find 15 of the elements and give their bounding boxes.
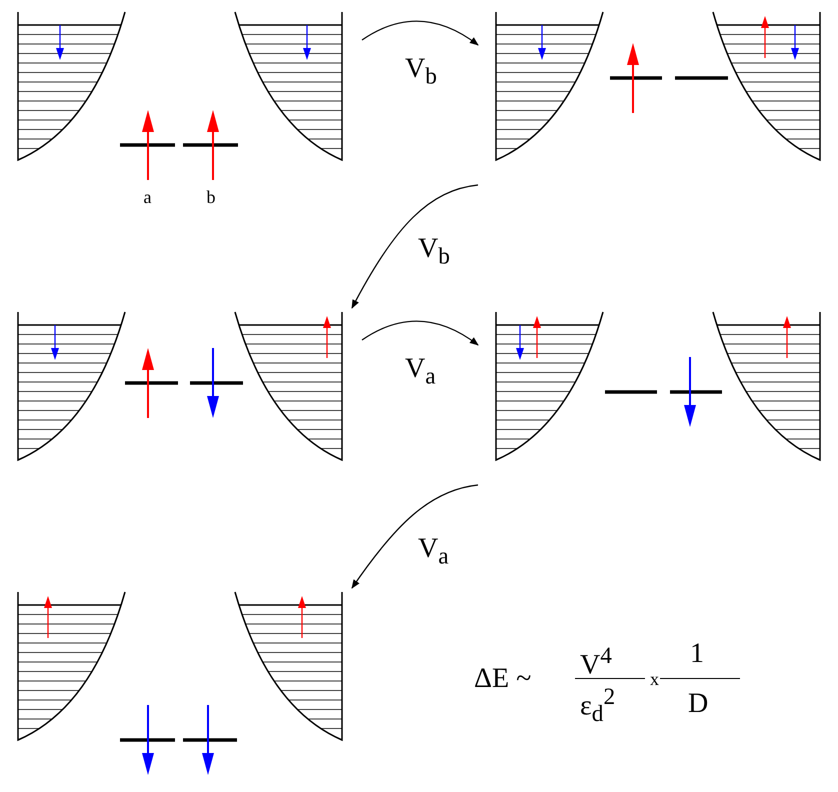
edge-label: V$_{b}$ [418, 235, 450, 269]
curved-arrow [362, 20, 479, 46]
equation-text: ΔE ~ [474, 665, 532, 693]
denominator: D [688, 690, 708, 718]
level-label: b [206, 188, 216, 206]
level-label: a [144, 188, 152, 206]
edge-label: V$_{a}$ [418, 535, 449, 569]
curved-arrow [351, 484, 478, 589]
numerator: V$^{4}$ [580, 645, 612, 680]
edge-label: V$_{a}$ [405, 355, 436, 389]
numerator: 1 [690, 640, 704, 668]
multiply-sign: x [650, 670, 659, 688]
edge-label: V$_{b}$ [405, 55, 437, 89]
curved-arrow [362, 320, 479, 346]
curved-arrow [351, 184, 478, 309]
